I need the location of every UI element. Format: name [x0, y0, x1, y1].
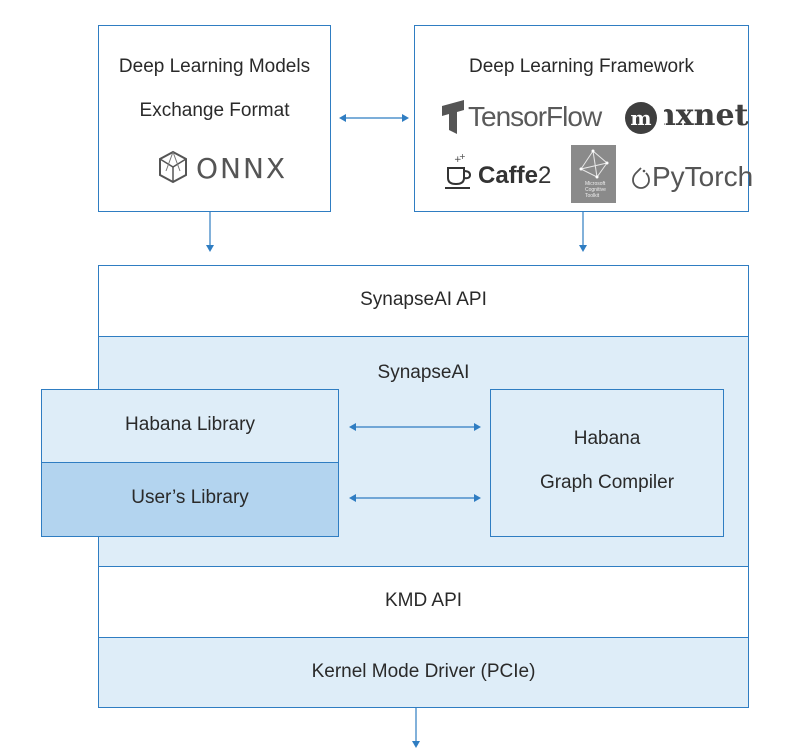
graph-compiler-line2: Graph Compiler	[539, 472, 675, 493]
habana-library-box	[41, 389, 339, 463]
cntk-text-line3: Toolkit	[585, 193, 600, 199]
caffe2-label-suffix: 2	[538, 162, 552, 189]
users-library-label: User’s Library	[131, 487, 249, 508]
arrowhead-right	[402, 114, 409, 122]
cntk-logo: Microsoft Cognitive Toolkit	[571, 145, 616, 203]
pytorch-icon	[632, 167, 650, 189]
pytorch-label: PyTorch	[652, 161, 754, 192]
kernel-driver-label: Kernel Mode Driver (PCIe)	[311, 661, 536, 682]
arrowhead-bottom-down	[412, 741, 420, 748]
graph-compiler-box	[490, 389, 724, 537]
kmd-api-band	[98, 566, 749, 638]
kmd-api-label: KMD API	[384, 590, 463, 611]
tensorflow-label: TensorFlow	[468, 101, 602, 132]
kernel-driver-band	[98, 637, 749, 708]
arrowhead-users-right	[474, 494, 481, 502]
exchange-format-box	[98, 25, 331, 212]
caffe2-label-main: Caffe	[478, 162, 539, 189]
tensorflow-icon	[442, 100, 464, 134]
framework-title: Deep Learning Framework	[469, 56, 694, 77]
cntk-text-line2: Cognitive	[585, 187, 606, 193]
caffe2-icon: + +	[445, 154, 472, 189]
onnx-label: ONNX	[196, 152, 288, 185]
cntk-icon	[579, 149, 609, 179]
synapse-ai-label: SynapseAI	[377, 362, 470, 383]
arrowhead-users-left	[349, 494, 356, 502]
arrowhead-habana-right	[474, 423, 481, 431]
caffe2-label: Caffe2	[478, 162, 551, 190]
arrowhead-left	[339, 114, 346, 122]
onnx-icon	[159, 150, 187, 184]
exchange-title-line2: Exchange Format	[139, 100, 290, 121]
arrowhead-habana-left	[349, 423, 356, 431]
svg-text:+: +	[454, 155, 462, 165]
svg-text:m: m	[630, 106, 651, 130]
exchange-title-line1: Deep Learning Models	[118, 56, 311, 77]
cntk-text-line1: Microsoft	[585, 181, 606, 187]
arrowhead-exchange-down	[206, 245, 214, 252]
mxnet-logo-mark: m	[625, 102, 657, 134]
synapse-api-band	[98, 265, 749, 337]
synapse-api-label: SynapseAI API	[360, 289, 487, 310]
users-library-box	[41, 462, 339, 537]
svg-text:+: +	[459, 154, 466, 161]
mxnet-label: mxnet	[644, 98, 749, 133]
habana-library-label: Habana Library	[125, 414, 255, 435]
graph-compiler-line1: Habana	[573, 428, 641, 449]
arrowhead-framework-down	[579, 245, 587, 252]
